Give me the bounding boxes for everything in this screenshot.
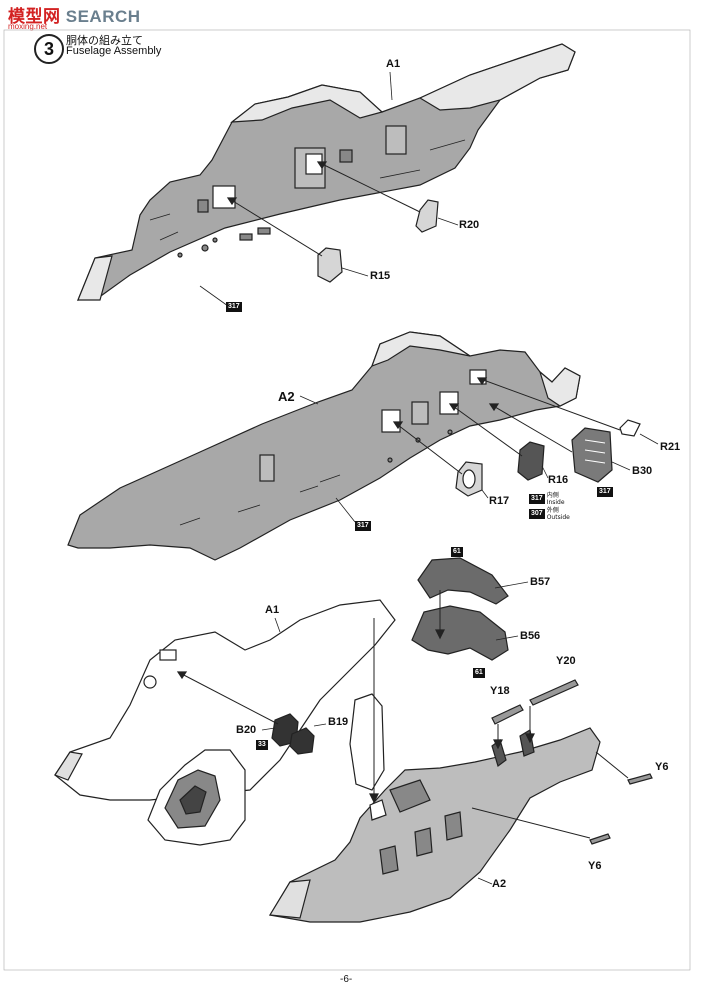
- paint-code-317-inside: 317: [529, 494, 545, 504]
- inside-jp: 内側: [546, 492, 559, 499]
- fuselage-a1-bottom-drawing: [54, 599, 396, 846]
- fuselage-a2-mid-drawing: [67, 331, 581, 561]
- paint-legend-outside: 307 外側 Outside: [529, 507, 570, 521]
- outside-en: Outside: [546, 514, 570, 521]
- watermark-logo: 模型网 SEARCH: [8, 2, 141, 27]
- label-a2-mid: A2: [278, 389, 295, 404]
- label-y6-right: Y6: [655, 761, 669, 773]
- watermark-url: moxing.net: [8, 22, 48, 31]
- fuselage-a1-top-drawing: [77, 43, 576, 301]
- step-number-badge: 3: [34, 34, 64, 64]
- step-title-jp: 胴体の組み立て: [66, 34, 143, 47]
- label-r16: R16: [548, 474, 569, 486]
- label-b30: B30: [632, 465, 653, 477]
- fuselage-a2-bottom-drawing: [268, 618, 653, 923]
- paint-code-317-b: 317: [597, 487, 613, 497]
- parts-r20-r15-drawing: [199, 71, 459, 307]
- label-a1-top: A1: [386, 58, 401, 70]
- label-b57: B57: [530, 576, 551, 588]
- label-r15: R15: [370, 270, 391, 282]
- page-number: -6-: [340, 974, 353, 985]
- paint-code-307-outside: 307: [529, 509, 545, 519]
- paint-legend-inside: 317 内側 Inside: [529, 492, 570, 506]
- paint-legend-inside-text: 内側 Inside: [547, 492, 565, 506]
- label-a2-bottom: A2: [492, 878, 507, 890]
- parts-b57-b56-drawing: [411, 557, 529, 661]
- label-y20: Y20: [556, 655, 576, 667]
- paint-code-317-a: 317: [226, 302, 242, 312]
- paint-legend-outside-text: 外側 Outside: [547, 507, 570, 521]
- label-y6-lower: Y6: [588, 860, 602, 872]
- paint-code-33: 33: [256, 740, 268, 750]
- label-a1-bottom: A1: [265, 604, 280, 616]
- label-b56: B56: [520, 630, 541, 642]
- watermark-search-text: SEARCH: [65, 7, 141, 26]
- label-r21: R21: [660, 441, 681, 453]
- inside-en: Inside: [546, 499, 565, 506]
- paint-code-61-b: 61: [473, 668, 485, 678]
- label-r20: R20: [459, 219, 480, 231]
- paint-code-317-c: 317: [355, 521, 371, 531]
- step-title-en: Fuselage Assembly: [66, 45, 162, 57]
- label-y18: Y18: [490, 685, 510, 697]
- label-b19: B19: [328, 716, 349, 728]
- label-b20: B20: [236, 724, 257, 736]
- outside-jp: 外側: [546, 507, 559, 514]
- paint-legend: 317 内側 Inside 307 外側 Outside: [529, 492, 570, 521]
- label-r17: R17: [489, 495, 510, 507]
- parts-r21-b30-r16-r17-drawing: [299, 377, 659, 523]
- paint-code-61-a: 61: [451, 547, 463, 557]
- watermark-logo-text: 模型网: [8, 7, 61, 26]
